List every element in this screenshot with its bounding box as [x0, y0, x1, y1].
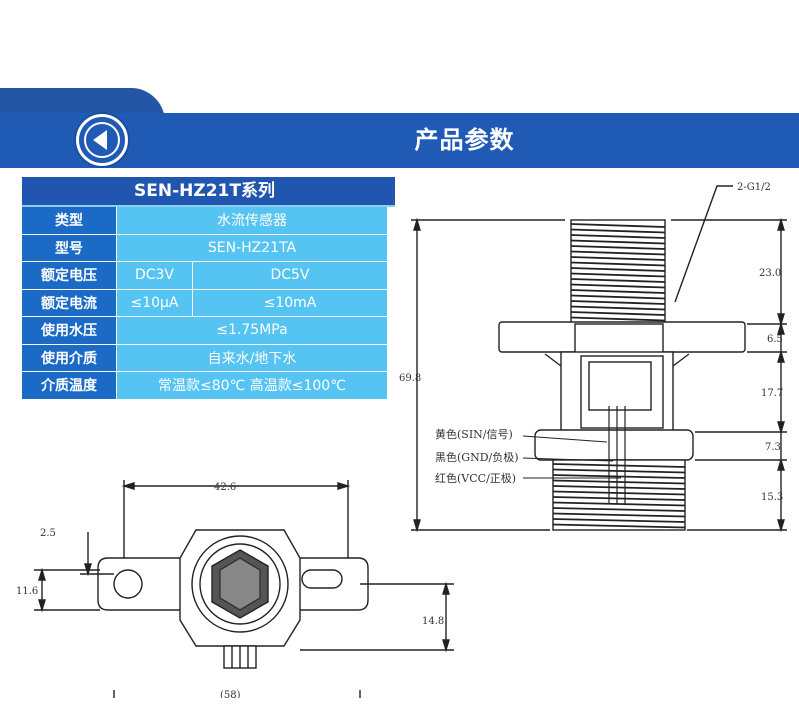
- spec-row: 额定电流≤10μA≤10mA: [22, 289, 387, 317]
- dim-height: 11.6: [16, 586, 38, 597]
- wire-yellow-label: 黄色(SIN/信号): [435, 427, 513, 441]
- dim-offset: 14.8: [422, 616, 444, 627]
- spec-row-value: 常温款≤80℃ 高温款≤100℃: [117, 372, 387, 399]
- header-banner: 产品参数: [0, 113, 799, 168]
- wire-red-label: 红色(VCC/正极): [435, 471, 516, 485]
- spec-table-title: SEN-HZ21T系列: [22, 177, 395, 207]
- spec-row-value: ≤10mA: [193, 289, 387, 316]
- spec-row-value: ≤10μA: [117, 289, 193, 316]
- side-view-drawing: 2-G1/2 69.8 23.0 6.5 17.7 7.3 15.3 黄色(SI…: [399, 182, 787, 533]
- spec-row-label: 型号: [22, 234, 117, 261]
- dim-overall: 69.8: [399, 373, 421, 384]
- dim-body: 17.7: [761, 388, 783, 399]
- wire-black-label: 黑色(GND/负极): [435, 450, 519, 464]
- back-button[interactable]: [76, 114, 128, 166]
- spec-row-label: 使用介质: [22, 344, 117, 371]
- dim-slot: 2.5: [40, 528, 56, 539]
- spec-row-value: SEN-HZ21TA: [117, 234, 387, 261]
- spec-row-label: 类型: [22, 207, 117, 234]
- spec-row-value: ≤1.75MPa: [117, 317, 387, 344]
- spec-row-value: 自来水/地下水: [117, 344, 387, 371]
- spec-row-label: 使用水压: [22, 317, 117, 344]
- dim-flange: 6.5: [767, 334, 783, 345]
- spec-row-label: 额定电压: [22, 262, 117, 289]
- thread-label: 2-G1/2: [737, 182, 771, 193]
- spec-row-value: 水流传感器: [117, 207, 387, 234]
- arrow-left-icon: [84, 122, 120, 158]
- spec-row: 介质温度常温款≤80℃ 高温款≤100℃: [22, 372, 387, 400]
- dim-thread-top: 23.0: [759, 268, 781, 279]
- spec-row: 类型水流传感器: [22, 207, 387, 235]
- dim-lower: 7.3: [765, 442, 781, 453]
- dim-bottom-partial: (58): [220, 690, 241, 698]
- spec-row-label: 额定电流: [22, 289, 117, 316]
- dim-width: 42.6: [214, 482, 236, 493]
- dim-thread-bottom: 15.3: [761, 492, 783, 503]
- spec-row-value: DC3V: [117, 262, 193, 289]
- spec-row: 使用水压≤1.75MPa: [22, 317, 387, 345]
- spec-row: 使用介质自来水/地下水: [22, 344, 387, 372]
- spec-row-value: DC5V: [193, 262, 387, 289]
- top-view-drawing: 42.6 2.5 11.6 14.8 (58): [16, 480, 454, 698]
- spec-row-label: 介质温度: [22, 372, 117, 399]
- page-title: 产品参数: [414, 126, 515, 154]
